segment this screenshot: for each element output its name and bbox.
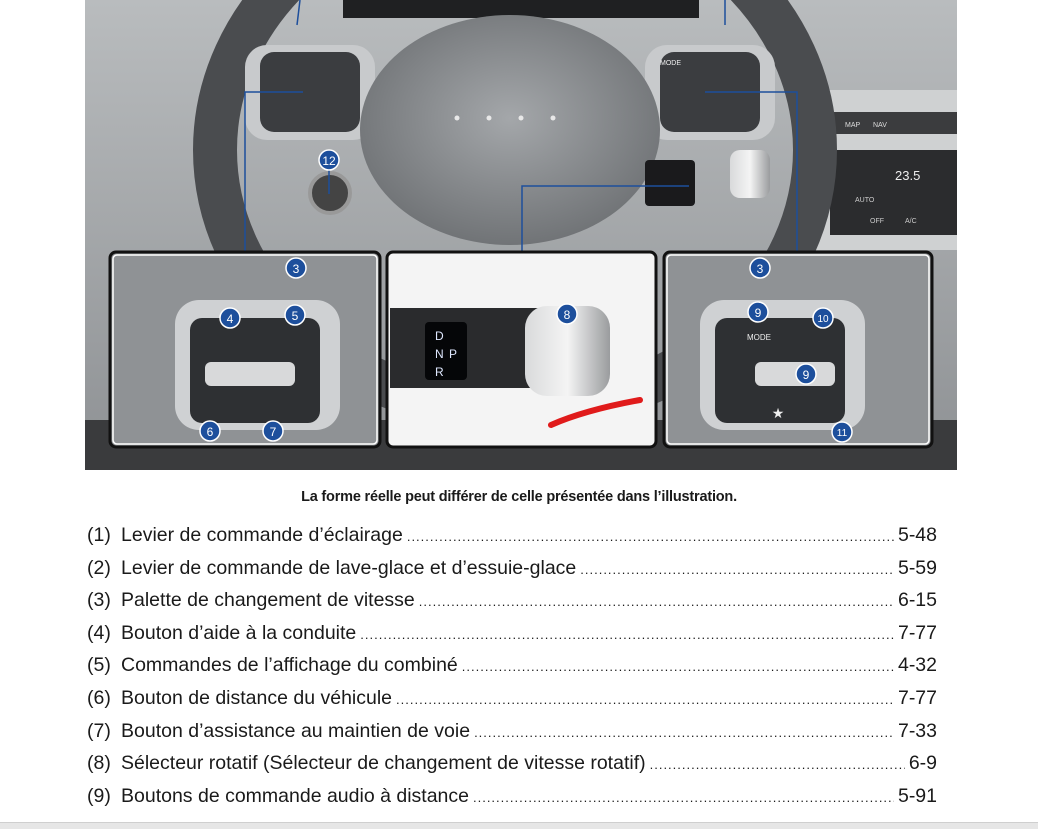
item-label: Sélecteur rotatif (Sélecteur de changeme… [121, 752, 646, 775]
page-reference: 6-9 [908, 752, 937, 775]
callout-11: 11 [837, 428, 848, 439]
callout-9-top: 9 [755, 306, 762, 320]
callout-12: 12 [322, 154, 336, 168]
map-button-label: MAP [845, 122, 861, 129]
item-label: Palette de changement de vitesse [121, 589, 415, 612]
item-number: (9) [87, 784, 111, 807]
page-reference: 4-32 [897, 654, 937, 677]
dot-leader [396, 687, 894, 710]
page-reference: 5-91 [897, 784, 937, 807]
off-button-label: OFF [870, 218, 884, 225]
component-list: (1) Levier de commande d’éclairage 5-48 (2… [87, 524, 937, 817]
list-item: (7) Bouton d’assistance au maintien de vo… [87, 720, 937, 753]
dot-leader [419, 589, 894, 612]
item-label: Boutons de commande audio à distance [121, 784, 469, 807]
item-number: (8) [87, 752, 111, 775]
item-number: (1) [87, 524, 111, 546]
inset-left-spoke [108, 250, 382, 449]
item-label: Bouton d’aide à la conduite [121, 621, 357, 644]
gear-r: R [435, 365, 444, 379]
dot-leader [407, 524, 894, 547]
dot-leader [474, 720, 894, 743]
nav-button-label: NAV [873, 122, 887, 129]
callout-6: 6 [207, 425, 214, 439]
callout-7: 7 [270, 425, 277, 439]
list-item: (4) Bouton d’aide à la conduite 7-77 [87, 622, 937, 655]
dot-leader [650, 752, 905, 775]
callout-3-left: 3 [293, 262, 300, 276]
list-item: (6) Bouton de distance du véhicule 7-77 [87, 687, 937, 720]
dot-leader [473, 785, 894, 808]
callout-3-right: 3 [757, 262, 764, 276]
item-label: Levier de commande d’éclairage [121, 524, 403, 546]
list-item: (9) Boutons de commande audio à distance 5… [87, 785, 937, 818]
item-number: (5) [87, 654, 111, 677]
gear-p: P [449, 347, 457, 361]
callout-8: 8 [564, 308, 571, 322]
gear-n: N [435, 347, 444, 361]
list-item: (3) Palette de changement de vitesse 6-15 [87, 589, 937, 622]
star-icon: ★ [772, 405, 785, 421]
item-number: (2) [87, 556, 111, 579]
dot-leader [580, 557, 894, 580]
item-number: (4) [87, 621, 111, 644]
red-annotation-mark [548, 397, 643, 428]
list-item: (1) Levier de commande d’éclairage 5-48 [87, 524, 937, 557]
item-label: Bouton d’assistance au maintien de voie [121, 719, 471, 742]
page-reference: 6-15 [897, 589, 937, 612]
steering-wheel-illustration: MAP NAV 23.5 AUTO OFF A/C MODE 12 D N P … [85, 0, 957, 470]
item-number: (7) [87, 719, 111, 742]
page-reference: 5-59 [897, 556, 937, 579]
inset-right-spoke: MODE ★ [662, 250, 934, 449]
callouts: 3 4 5 6 7 8 3 9 10 9 11 [199, 257, 853, 443]
page-reference: 7-33 [897, 719, 937, 742]
inset-rotary-selector: D N P R [385, 250, 658, 449]
item-number: (3) [87, 589, 111, 612]
auto-button-label: AUTO [855, 197, 875, 204]
list-item: (8) Sélecteur rotatif (Sélecteur de chang… [87, 752, 937, 785]
list-item: (2) Levier de commande de lave-glace et d… [87, 557, 937, 590]
temperature-display: 23.5 [895, 168, 920, 183]
page-reference: 7-77 [897, 621, 937, 644]
mode-button-label-top: MODE [660, 60, 681, 67]
callout-4: 4 [227, 312, 234, 326]
dot-leader [462, 654, 894, 677]
ac-button-label: A/C [905, 218, 917, 225]
item-label: Commandes de l’affichage du combiné [121, 654, 458, 677]
list-item: (5) Commandes de l’affichage du combiné 4-… [87, 654, 937, 687]
gear-d: D [435, 329, 444, 343]
callout-9-middle: 9 [803, 368, 810, 382]
page-reference: 5-48 [897, 524, 937, 546]
illustration-caption: La forme réelle peut différer de celle p… [301, 489, 737, 505]
item-label: Levier de commande de lave-glace et d’es… [121, 556, 577, 579]
callout-10: 10 [817, 314, 829, 325]
item-label: Bouton de distance du véhicule [121, 686, 393, 709]
page-reference: 7-77 [897, 686, 937, 709]
dot-leader [360, 622, 894, 645]
page-bottom-border [0, 822, 1038, 829]
mode-button-label-inset: MODE [747, 333, 771, 342]
callout-5: 5 [292, 309, 299, 323]
item-number: (6) [87, 686, 111, 709]
